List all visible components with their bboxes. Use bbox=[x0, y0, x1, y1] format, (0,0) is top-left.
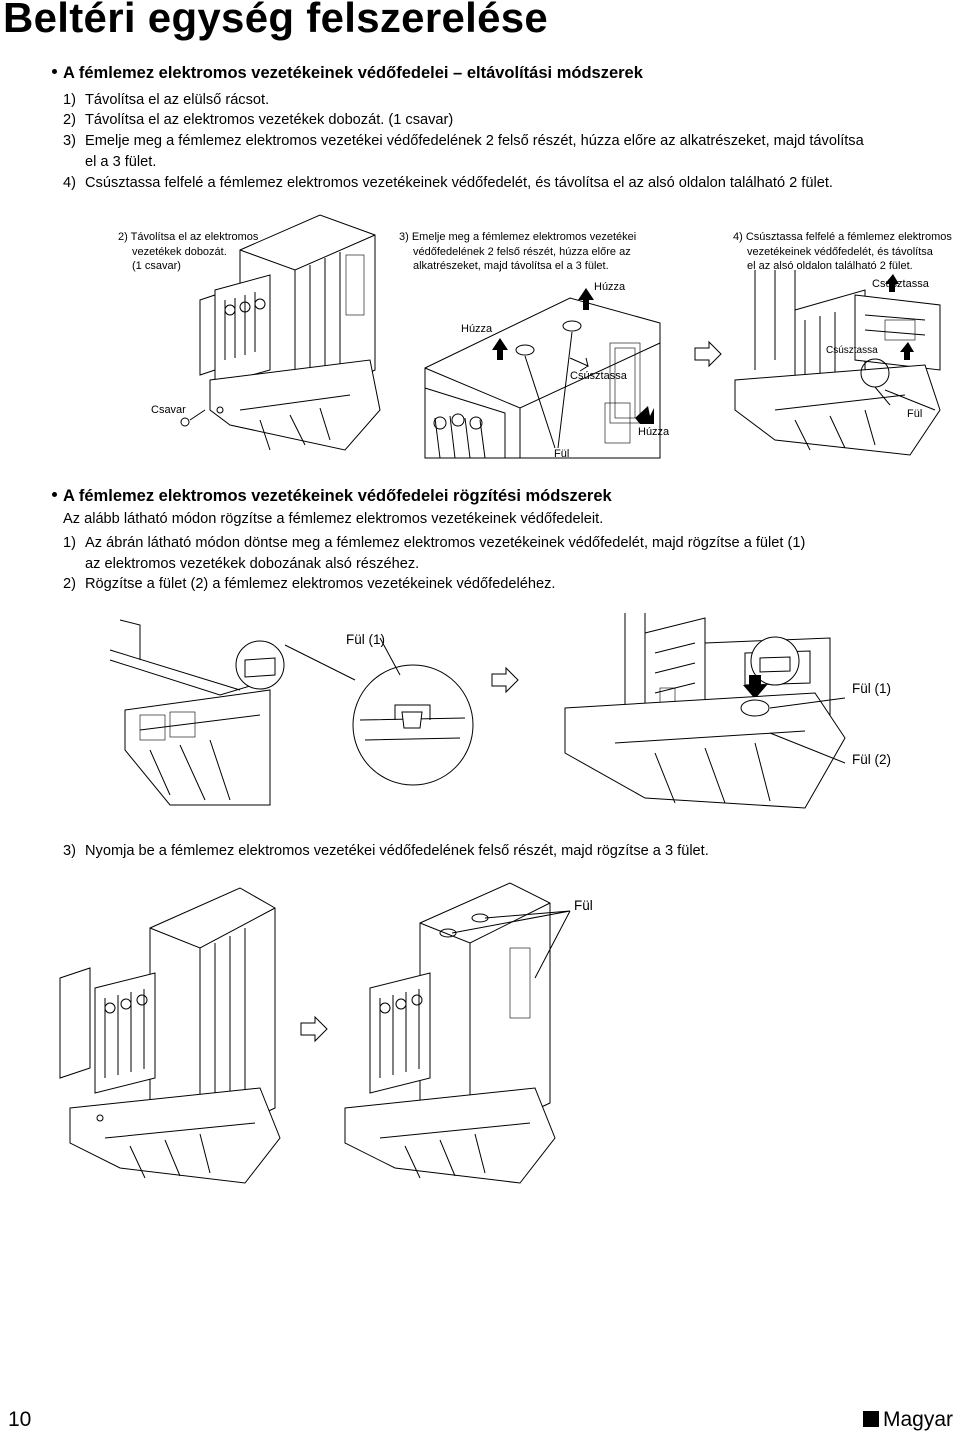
label-ful2: Fül (2) bbox=[852, 752, 892, 767]
label-ful1-b: Fül (1) bbox=[852, 681, 892, 696]
figure-tilt-cover bbox=[109, 619, 474, 806]
bullet-icon bbox=[52, 69, 57, 75]
figure-cover-open bbox=[59, 887, 281, 1184]
footer-language: Magyar bbox=[862, 1408, 953, 1432]
s1-step-3: 3)Emelje meg a fémlemez elektromos vezet… bbox=[63, 133, 864, 170]
page-title: Beltéri egység felszerelése bbox=[3, 0, 549, 41]
label-ful-3: Fül bbox=[574, 898, 593, 913]
label-csavar: Csavar bbox=[151, 404, 186, 416]
s1-step-1: 1)Távolítsa el az elülső rácsot. bbox=[63, 92, 270, 108]
s2-step-2: 2)Rögzítse a fület (2) a fémlemez elektr… bbox=[63, 576, 556, 592]
fig-caption-4: 4) Csúsztassa felfelé a fémlemez elektro… bbox=[733, 231, 952, 272]
right-arrow-icon bbox=[694, 340, 722, 368]
bullet-icon bbox=[52, 492, 57, 498]
section1-heading: A fémlemez elektromos vezetékeinek védőf… bbox=[52, 64, 643, 83]
figure-electrical-box-removal bbox=[180, 214, 381, 451]
label-huzza-2: Húzza bbox=[461, 323, 493, 335]
fig-caption-3: 3) Emelje meg a fémlemez elektromos veze… bbox=[399, 231, 637, 272]
section2-intro: Az alább látható módon rögzítse a fémlem… bbox=[63, 511, 604, 527]
figure-lift-cover bbox=[424, 288, 661, 459]
label-ful-2: Fül bbox=[907, 408, 923, 420]
figure-slide-cover bbox=[734, 270, 941, 456]
section2-heading: A fémlemez elektromos vezetékeinek védőf… bbox=[52, 487, 612, 506]
label-csusztassa-3: Csúsztassa bbox=[826, 345, 878, 356]
label-huzza-1: Húzza bbox=[594, 281, 626, 293]
label-ful1-a: Fül (1) bbox=[346, 632, 386, 647]
s2-step-1: 1)Az ábrán látható módon döntse meg a fé… bbox=[63, 535, 806, 572]
label-csusztassa-1: Csúsztassa bbox=[570, 370, 627, 382]
label-ful-1: Fül bbox=[554, 448, 570, 460]
right-arrow-icon bbox=[491, 666, 519, 694]
s2-step-3: 3)Nyomja be a fémlemez elektromos vezeté… bbox=[63, 843, 709, 859]
label-huzza-3: Húzza bbox=[638, 426, 670, 438]
page-number: 10 bbox=[8, 1408, 32, 1431]
figure-cover-closed bbox=[344, 882, 571, 1184]
s1-step-2: 2)Távolítsa el az elektromos vezetékek d… bbox=[63, 112, 454, 128]
square-icon bbox=[862, 1411, 879, 1427]
s1-step-4: 4)Csúsztassa felfelé a fémlemez elektrom… bbox=[63, 175, 833, 191]
figure-fix-tabs bbox=[564, 613, 846, 809]
label-csusztassa-2: Csúsztassa bbox=[872, 278, 929, 290]
fig-caption-2: 2) Távolítsa el az elektromos vezetékek … bbox=[118, 231, 259, 272]
right-arrow-icon bbox=[300, 1015, 328, 1043]
